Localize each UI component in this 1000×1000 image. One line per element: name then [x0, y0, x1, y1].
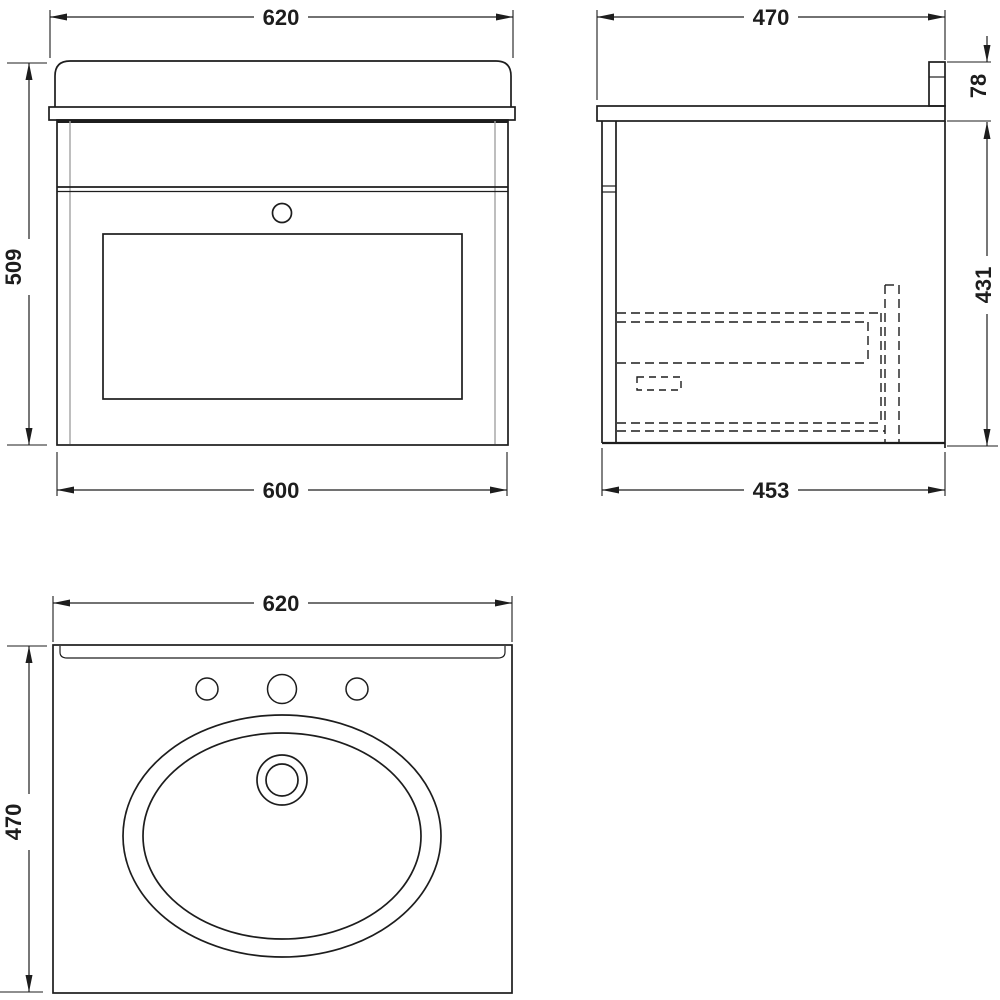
side-top-depth-label: 470: [753, 5, 790, 30]
side-dim-bottom-depth: 453: [601, 448, 946, 503]
hidden-drawer-details: [617, 284, 900, 443]
side-dim-worktop-height: 78: [947, 36, 991, 122]
plan-dim-top-width: 620: [52, 591, 513, 642]
rear-ledge-band: [59, 646, 506, 659]
basin-bowl-inner: [142, 732, 422, 940]
front-dim-left-height: 509: [1, 62, 47, 446]
front-top-width-label: 620: [263, 5, 300, 30]
side-view: 470: [596, 5, 998, 503]
front-view: 620 509 600: [1, 5, 516, 503]
front-dim-top-width: 620: [49, 5, 514, 58]
countertop-edge-front: [48, 106, 516, 121]
side-worktop-height-label: 78: [966, 74, 991, 98]
side-cabinet-height-label: 431: [971, 267, 996, 304]
drain-inner: [265, 763, 299, 797]
side-dim-top-depth: 470: [596, 5, 946, 100]
basin-top-plan: [52, 644, 513, 994]
plan-left-depth-label: 470: [1, 804, 26, 841]
front-left-height-label: 509: [1, 249, 26, 286]
basin-bowl-outer: [122, 714, 442, 958]
plan-view: 620 470: [0, 591, 513, 994]
drawer-panel: [102, 233, 463, 400]
tap-hole-left: [195, 677, 219, 701]
knob-hole: [271, 202, 293, 224]
countertop-side: [596, 105, 946, 122]
front-dim-bottom-width: 600: [56, 452, 508, 503]
side-dim-cabinet-height: 431: [947, 122, 998, 447]
worktop-upstand: [928, 61, 946, 107]
plan-dim-left-depth: 470: [0, 645, 47, 993]
plan-top-width-label: 620: [263, 591, 300, 616]
drain-outer: [256, 754, 308, 806]
cabinet-front: [56, 119, 509, 446]
tap-hole-center: [266, 673, 298, 705]
basin-top-front: [54, 60, 512, 107]
tap-hole-right: [345, 677, 369, 701]
hidden-handle-slot: [636, 376, 682, 391]
front-bottom-width-label: 600: [263, 478, 300, 503]
side-bottom-depth-label: 453: [753, 478, 790, 503]
